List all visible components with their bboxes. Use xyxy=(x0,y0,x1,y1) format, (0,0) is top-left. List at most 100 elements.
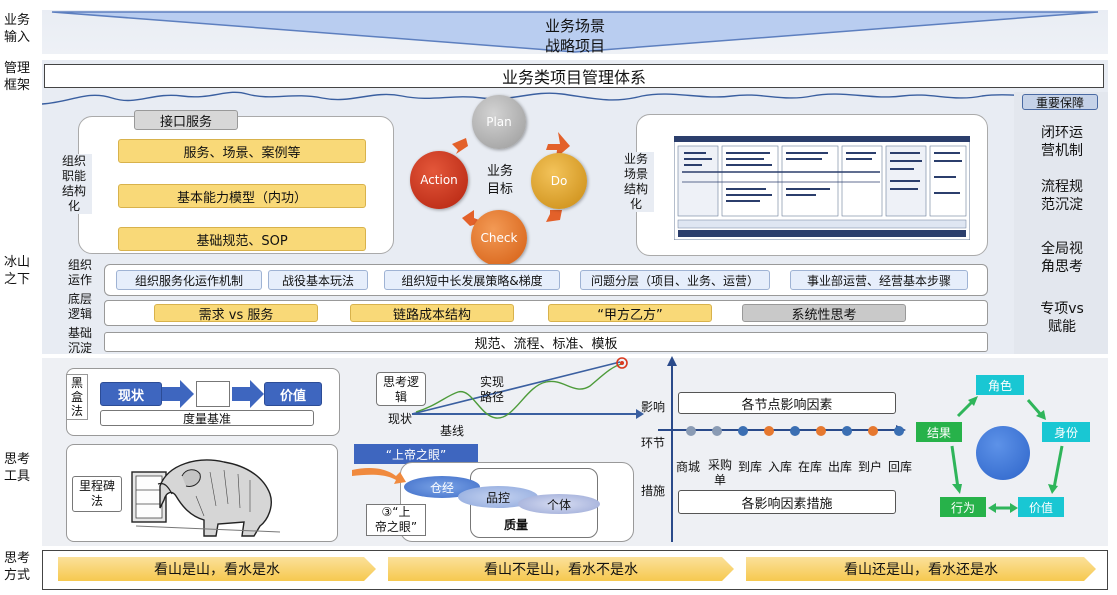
logic-chart-realize: 实现 路径 xyxy=(479,375,504,404)
logic-item-2: 链路成本结构 xyxy=(350,304,514,323)
row-label-method: 思考 方式 xyxy=(4,550,44,584)
logic-item-4-text: 系统性思考 xyxy=(791,307,857,323)
measures-box: 各影响因素措施 xyxy=(678,490,896,514)
row-label-tools-text: 思考 工具 xyxy=(4,452,31,484)
guarantee-item-2: 流程规 范沉淀 xyxy=(1041,179,1083,213)
logic-chart-baseline: 基线 xyxy=(440,424,465,438)
guarantee-item-1: 闭环运 营机制 xyxy=(1041,125,1083,159)
org-ops-item-2-text: 战役基本玩法 xyxy=(281,273,354,288)
elephant-icon xyxy=(124,446,284,540)
interface-item-2-text: 基本能力模型（内功） xyxy=(176,190,307,206)
blackbox-box xyxy=(196,381,230,407)
node-dot-1 xyxy=(686,426,696,436)
interface-item-3-text: 基础规范、SOP xyxy=(196,233,288,249)
role-box: 角色 xyxy=(976,375,1024,395)
node-dot-4 xyxy=(764,426,774,436)
steps-row: 商城 采购 单 到库 入库 在库 出库 到户 回库 xyxy=(674,458,914,487)
org-ops-item-3-text: 组织短中长发展策略&梯度 xyxy=(401,273,543,288)
scene-side-label: 业务 场景 结构 化 xyxy=(618,152,654,212)
blackbox-arrow-1-icon xyxy=(162,380,194,408)
blackbox-arrow-2-icon xyxy=(232,380,264,408)
logic-item-3-text: “甲方乙方” xyxy=(597,307,663,323)
logic-label: 底层 逻辑 xyxy=(67,292,92,321)
row-label-below-text: 冰山 之下 xyxy=(4,255,31,287)
god-eye-quality: 质量 xyxy=(504,518,529,532)
logic-item-1: 需求 vs 服务 xyxy=(154,304,318,323)
method-item-1-text: 看山是山，看水是水 xyxy=(154,562,280,578)
step-2: 采购 单 xyxy=(708,458,733,487)
guarantee-title: 重要保障 xyxy=(1022,94,1098,110)
pdca-check-text: Check xyxy=(480,231,518,245)
logic-chart xyxy=(411,357,644,419)
node-dot-3 xyxy=(738,426,748,436)
measures-text: 各影响因素措施 xyxy=(741,496,833,512)
base-label: 基础 沉淀 xyxy=(67,326,92,355)
node-dot-9 xyxy=(894,426,904,436)
guarantee-column xyxy=(1014,92,1108,354)
row-label-tools: 思考 工具 xyxy=(4,451,44,485)
god-eye-warehouse-text: 仓经 xyxy=(429,480,454,495)
pdca-plan-text: Plan xyxy=(486,115,512,129)
result-text: 结果 xyxy=(926,425,951,440)
god-eye-title: “上帝之眼” xyxy=(354,444,478,464)
logic-chart-label: 思考逻 辑 xyxy=(376,372,426,406)
framework-title: 业务类项目管理体系 xyxy=(501,68,646,87)
god-eye-caption: ③“上 帝之眼” xyxy=(366,504,426,536)
step-1: 商城 xyxy=(676,460,701,474)
logic-item-1-text: 需求 vs 服务 xyxy=(198,307,274,323)
step-7: 到户 xyxy=(858,460,883,474)
org-ops-label: 组织 运作 xyxy=(67,258,92,287)
blackbox-baseline: 度量基准 xyxy=(100,410,314,426)
value-box: 价值 xyxy=(1018,497,1064,517)
blackbox-value: 价值 xyxy=(264,382,322,406)
method-item-2-text: 看山不是山，看水不是水 xyxy=(484,562,638,578)
influence-label: 影响 xyxy=(641,400,666,414)
scene-text: 业务场景 xyxy=(544,17,605,35)
blackbox-baseline-text: 度量基准 xyxy=(182,411,231,426)
org-ops-item-4: 问题分层（项目、业务、运营） xyxy=(580,270,770,290)
row-label-input-text: 业务 输入 xyxy=(4,13,31,45)
god-eye-individual: 个体 xyxy=(518,494,600,514)
pdca-action: Action xyxy=(410,151,468,209)
node-dot-5 xyxy=(790,426,800,436)
interface-side-label: 组织 职能 结构 化 xyxy=(56,154,92,214)
base-text: 规范、流程、标准、模板 xyxy=(474,336,618,352)
node-dot-7 xyxy=(842,426,852,436)
node-dot-8 xyxy=(868,426,878,436)
god-eye-arrow-icon xyxy=(352,468,406,484)
link-label: 环节 xyxy=(641,436,666,450)
method-item-2: 看山不是山，看水不是水 xyxy=(388,557,734,581)
row-label-below: 冰山 之下 xyxy=(4,254,44,288)
interface-item-3: 基础规范、SOP xyxy=(118,227,366,251)
org-ops-item-5-text: 事业部运营、经营基本步骤 xyxy=(806,273,951,288)
pdca-plan: Plan xyxy=(472,95,526,149)
interface-title: 接口服务 xyxy=(134,110,238,130)
pdca-action-text: Action xyxy=(420,173,458,187)
step-5: 在库 xyxy=(798,460,823,474)
input-text: 业务场景 战略项目 xyxy=(480,16,670,56)
guarantee-item-3: 全局视 角思考 xyxy=(1041,241,1083,275)
identity-text: 身份 xyxy=(1053,425,1078,440)
method-item-3-text: 看山还是山，看水还是水 xyxy=(844,562,998,578)
factors-text: 各节点影响因素 xyxy=(741,397,833,413)
logic-item-3: “甲方乙方” xyxy=(548,304,712,323)
method-item-3: 看山还是山，看水还是水 xyxy=(746,557,1096,581)
result-box: 结果 xyxy=(916,422,962,442)
org-ops-item-4-text: 问题分层（项目、业务、运营） xyxy=(590,273,759,288)
step-8: 回库 xyxy=(888,460,913,474)
input-triangle xyxy=(51,11,1099,53)
milestone-label: 里程碑 法 xyxy=(72,476,122,512)
measure-label: 措施 xyxy=(641,484,666,498)
framework-bar: 业务类项目管理体系 xyxy=(44,64,1104,88)
logic-item-2-text: 链路成本结构 xyxy=(392,307,471,323)
blackbox-label: 黑 盒 法 xyxy=(66,374,88,420)
row-label-framework: 管理 框架 xyxy=(4,60,44,94)
row-label-framework-text: 管理 框架 xyxy=(4,61,31,93)
logic-chart-current: 现状 xyxy=(388,412,413,426)
blackbox-value-text: 价值 xyxy=(279,388,306,404)
strategy-text: 战略项目 xyxy=(544,37,605,55)
pdca-check: Check xyxy=(471,210,527,266)
god-eye-qc-text: 品控 xyxy=(485,490,510,505)
base-bar: 规范、流程、标准、模板 xyxy=(104,332,988,352)
step-4: 入库 xyxy=(768,460,793,474)
